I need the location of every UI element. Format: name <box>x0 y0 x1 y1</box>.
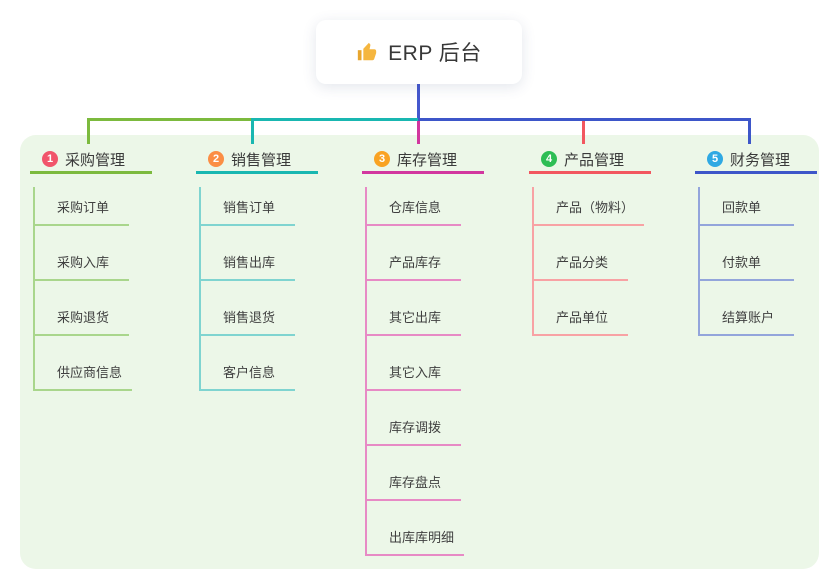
drop-line-purchase <box>87 118 90 144</box>
branch-label: 库存管理 <box>397 151 458 169</box>
child-node[interactable]: 销售出库 <box>201 242 295 281</box>
branch-header[interactable]: 4 产品管理 <box>529 147 651 174</box>
root-connector-line <box>417 84 420 119</box>
child-list: 回款单付款单结算账户 <box>698 187 825 336</box>
branch-header[interactable]: 3 库存管理 <box>362 147 484 174</box>
child-node[interactable]: 其它入库 <box>367 352 461 391</box>
child-node[interactable]: 结算账户 <box>700 297 794 336</box>
child-list: 仓库信息产品库存其它出库其它入库库存调拨库存盘点出库库明细 <box>365 187 492 556</box>
child-node[interactable]: 回款单 <box>700 187 794 226</box>
child-node[interactable]: 仓库信息 <box>367 187 461 226</box>
branch-label: 产品管理 <box>564 151 625 169</box>
branch-number-badge: 2 <box>208 151 224 167</box>
child-node[interactable]: 产品单位 <box>534 297 628 336</box>
connector-segment-purchase <box>88 118 252 121</box>
child-list: 采购订单采购入库采购退货供应商信息 <box>33 187 160 391</box>
branch-number-badge: 3 <box>374 151 390 167</box>
branch-header[interactable]: 5 财务管理 <box>695 147 817 174</box>
drop-line-finance <box>748 118 751 144</box>
child-node[interactable]: 库存调拨 <box>367 407 461 446</box>
branch-number-badge: 4 <box>541 151 557 167</box>
child-node[interactable]: 供应商信息 <box>35 352 133 391</box>
child-node[interactable]: 销售退货 <box>201 297 295 336</box>
child-node[interactable]: 出库库明细 <box>367 517 465 556</box>
branch-inventory: 3 库存管理 仓库信息产品库存其它出库其它入库库存调拨库存盘点出库库明细 <box>362 147 492 556</box>
child-node[interactable]: 销售订单 <box>201 187 295 226</box>
drop-line-sales <box>251 118 254 144</box>
branch-number-badge: 1 <box>42 151 58 167</box>
branch-number-badge: 5 <box>707 151 723 167</box>
branch-label: 财务管理 <box>730 151 791 169</box>
drop-line-product <box>582 121 585 144</box>
root-node-label: ERP 后台 <box>388 42 482 65</box>
branch-header[interactable]: 1 采购管理 <box>30 147 152 174</box>
child-list: 产品（物料） 产品分类产品单位 <box>532 187 659 336</box>
child-node[interactable]: 采购入库 <box>35 242 129 281</box>
branch-product: 4 产品管理 产品（物料） 产品分类产品单位 <box>529 147 659 336</box>
child-node[interactable]: 采购订单 <box>35 187 129 226</box>
child-node[interactable]: 采购退货 <box>35 297 129 336</box>
branch-header[interactable]: 2 销售管理 <box>196 147 318 174</box>
child-node[interactable]: 产品库存 <box>367 242 461 281</box>
child-node[interactable]: 库存盘点 <box>367 462 461 501</box>
branch-sales: 2 销售管理 销售订单销售出库销售退货客户信息 <box>196 147 326 391</box>
child-node[interactable]: 产品（物料） <box>534 187 645 226</box>
child-node[interactable]: 其它出库 <box>367 297 461 336</box>
child-node[interactable]: 客户信息 <box>201 352 295 391</box>
branch-purchase: 1 采购管理 采购订单采购入库采购退货供应商信息 <box>30 147 160 391</box>
child-node[interactable]: 产品分类 <box>534 242 628 281</box>
connector-segment-sales <box>252 118 418 121</box>
child-node[interactable]: 付款单 <box>700 242 794 281</box>
canvas-panel <box>20 135 819 569</box>
branch-finance: 5 财务管理 回款单付款单结算账户 <box>695 147 825 336</box>
drop-line-inventory <box>417 121 420 144</box>
branch-label: 销售管理 <box>231 151 292 169</box>
branch-label: 采购管理 <box>65 151 126 169</box>
root-node[interactable]: ERP 后台 <box>316 20 522 84</box>
child-list: 销售订单销售出库销售退货客户信息 <box>199 187 326 391</box>
thumbs-up-icon <box>358 42 377 61</box>
connector-segment-finance <box>418 118 751 121</box>
